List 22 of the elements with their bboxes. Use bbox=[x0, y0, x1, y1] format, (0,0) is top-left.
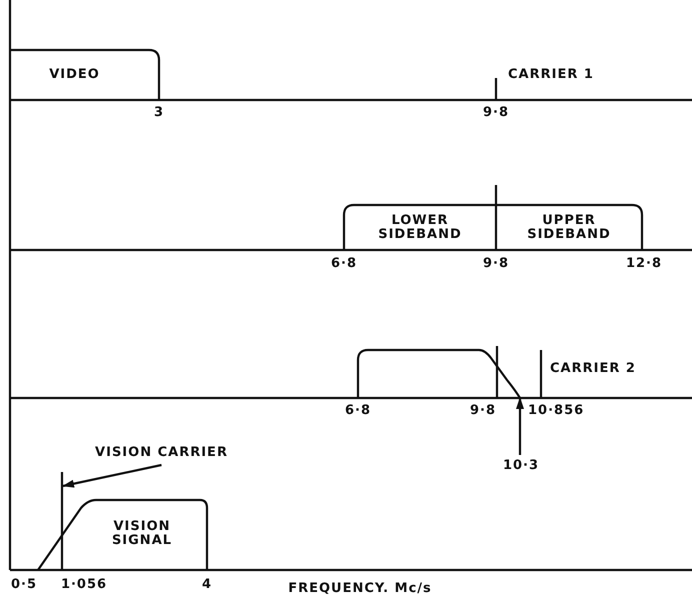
tick-label: 0·5 bbox=[10, 578, 38, 592]
band-label: VISION SIGNAL bbox=[110, 520, 174, 548]
tick-label: 12·8 bbox=[626, 257, 662, 271]
tick-label: 4 bbox=[202, 578, 212, 592]
annotation-label: VISION CARRIER bbox=[95, 446, 228, 460]
axis-title: FREQUENCY. Mc/s bbox=[288, 582, 432, 596]
carrier-label: CARRIER 2 bbox=[550, 362, 636, 376]
carrier-label: CARRIER 1 bbox=[508, 68, 594, 82]
band-label: VIDEO bbox=[49, 68, 100, 82]
tick-label: 1·056 bbox=[60, 578, 108, 592]
arrow bbox=[516, 397, 524, 455]
tick-label: 9·8 bbox=[482, 257, 510, 271]
band-label: UPPER SIDEBAND bbox=[526, 214, 612, 242]
tick-label: 6·8 bbox=[344, 404, 372, 418]
tick-label: 9·8 bbox=[470, 404, 496, 418]
arrow bbox=[62, 464, 162, 488]
tick-label: 10·856 bbox=[528, 404, 584, 418]
tick-label: 9·8 bbox=[482, 106, 510, 120]
band-label: LOWER SIDEBAND bbox=[377, 214, 463, 242]
annotation-label: 10·3 bbox=[502, 459, 540, 473]
tick-label: 6·8 bbox=[330, 257, 358, 271]
tick-label: 3 bbox=[154, 106, 164, 120]
